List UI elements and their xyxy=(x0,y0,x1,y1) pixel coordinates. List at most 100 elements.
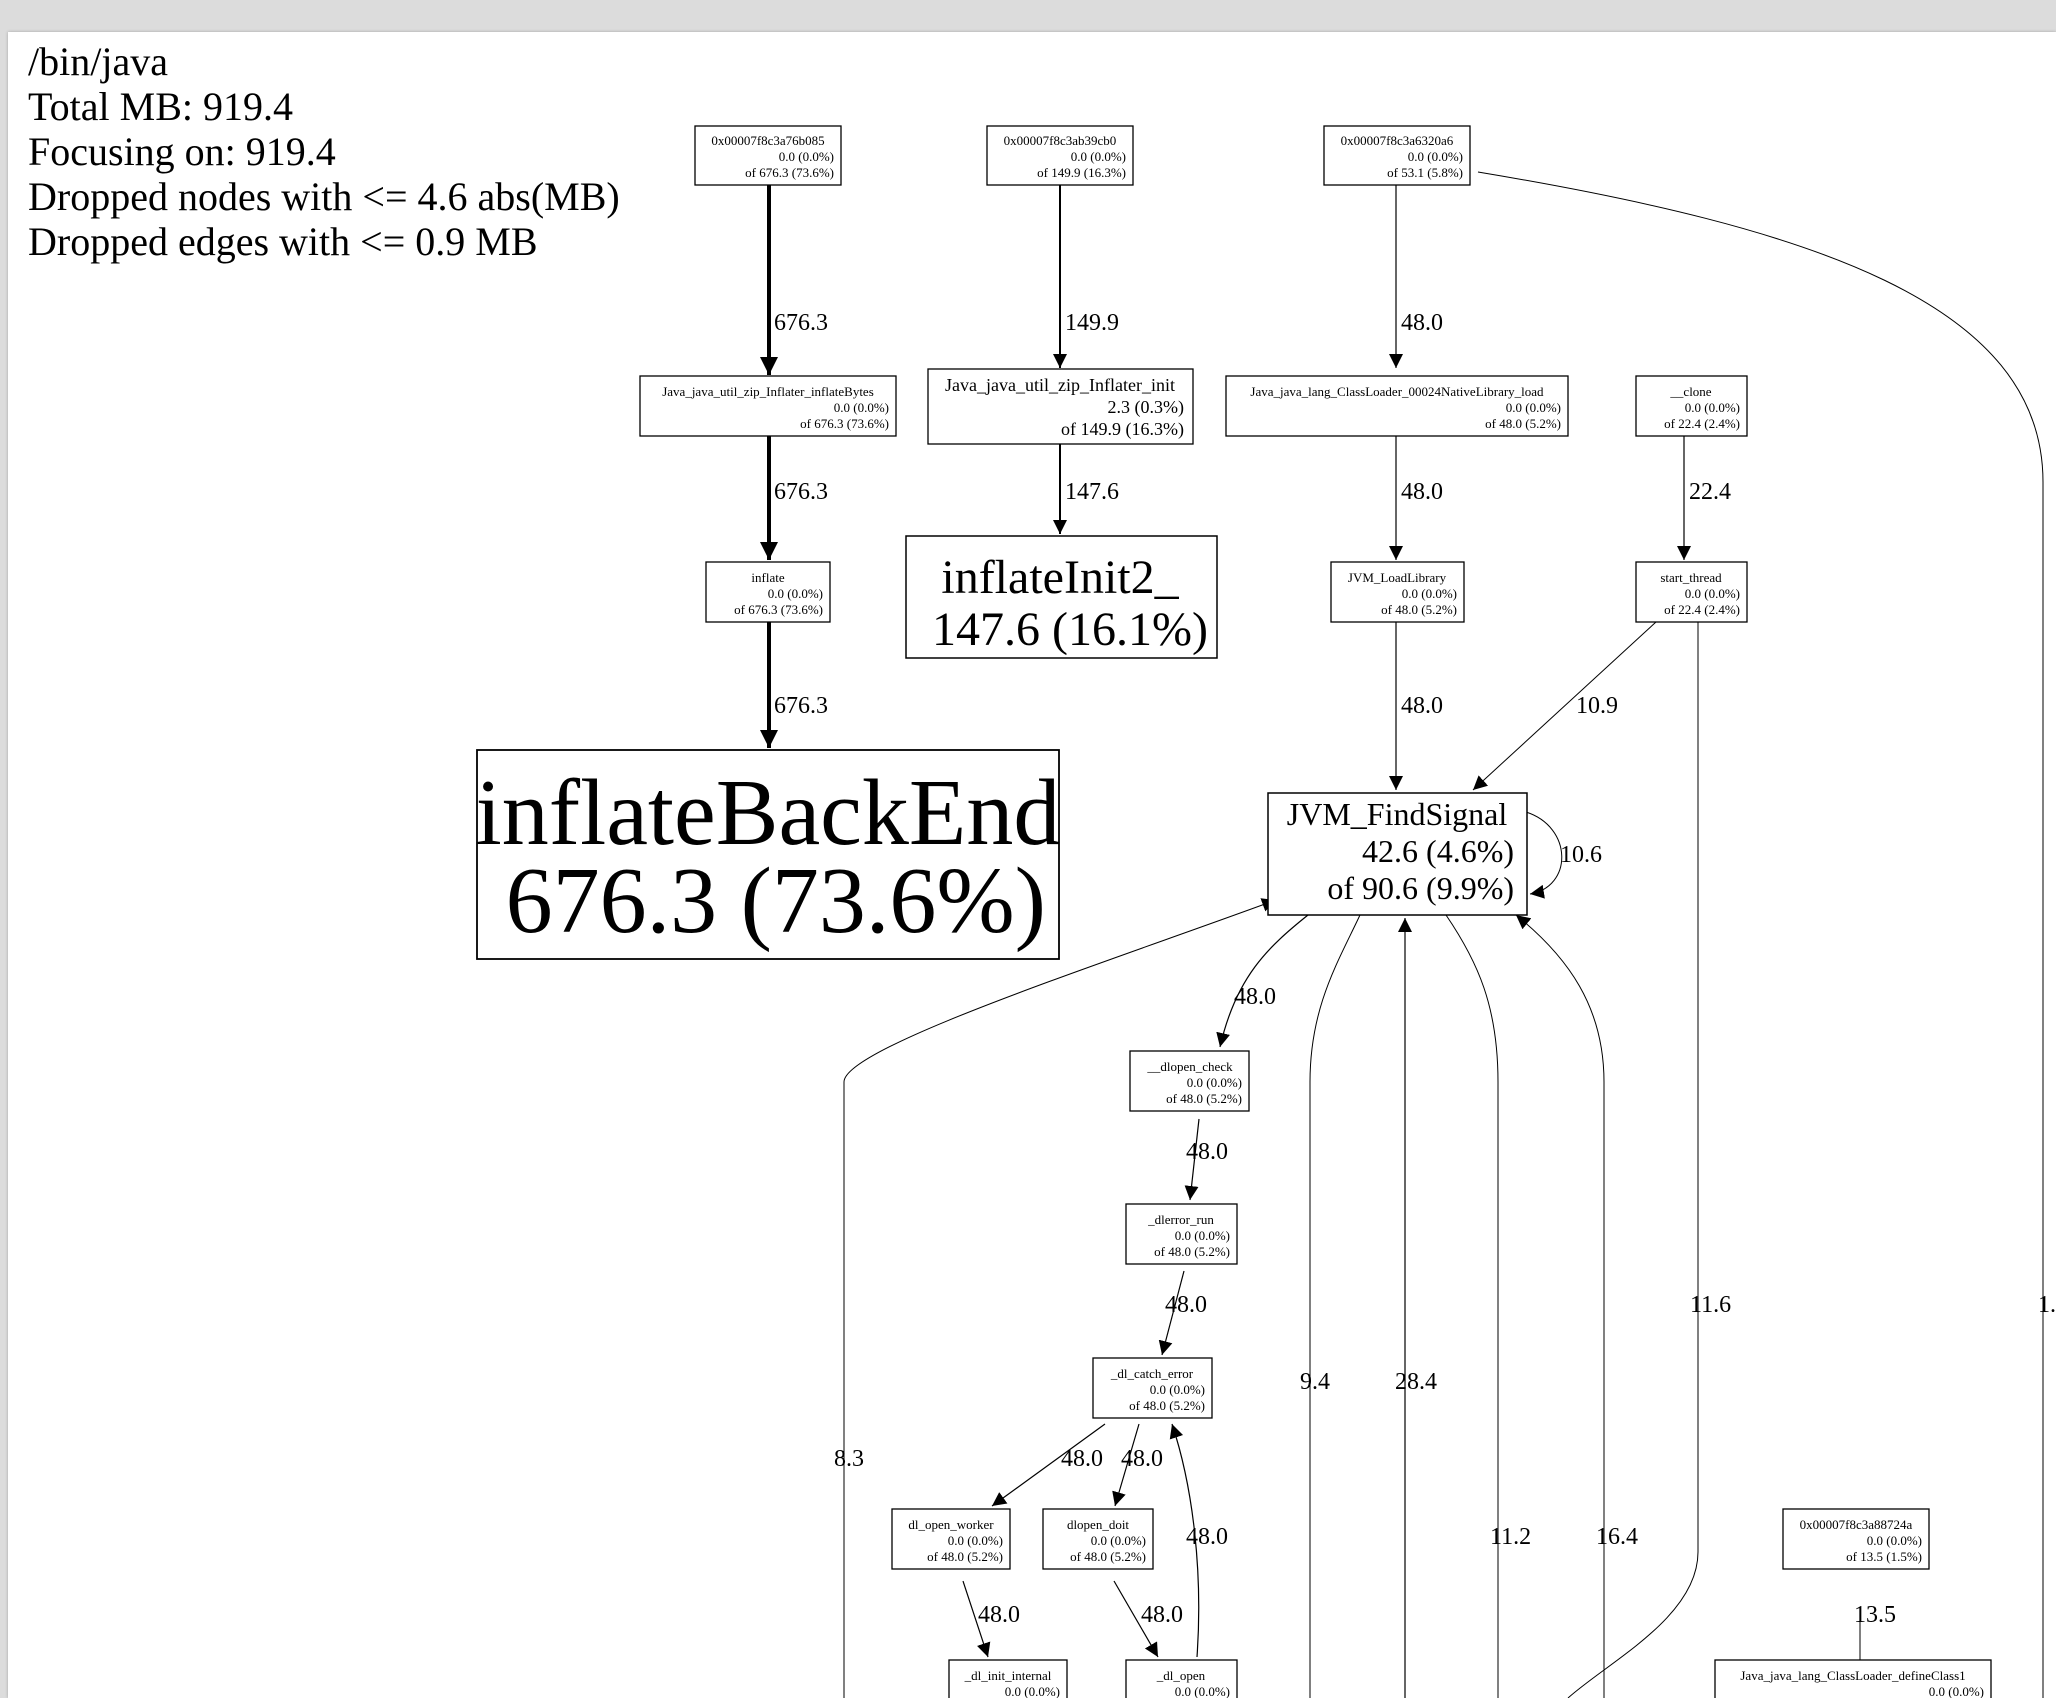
node-flat: 2.3 (0.3%) xyxy=(1108,397,1184,418)
edge-label: 48.0 xyxy=(1121,1446,1163,1472)
edge-label: 676.3 xyxy=(774,310,828,336)
edge-label: 16.4 xyxy=(1596,1524,1638,1550)
node-flat: 0.0 (0.0%) xyxy=(768,586,823,601)
call-edge xyxy=(843,898,1277,1698)
graph-node: 0x00007f8c3a6320a6 0.0 (0.0%) of 53.1 (5… xyxy=(1323,125,1471,186)
node-flat: 0.0 (0.0%) xyxy=(1187,1075,1242,1090)
node-flat: 42.6 (4.6%) xyxy=(1362,833,1514,869)
node-cum: of 676.3 (73.6%) xyxy=(800,416,889,431)
edge-label: 48.0 xyxy=(1186,1524,1228,1550)
edge-label: 22.4 xyxy=(1689,479,1731,505)
graph-node: _dl_catch_error 0.0 (0.0%) of 48.0 (5.2%… xyxy=(1092,1357,1213,1419)
call-edge xyxy=(1567,622,1699,1698)
edge-label: 10.9 xyxy=(1576,693,1618,719)
edge-label: 676.3 xyxy=(774,693,828,719)
graph-node: _dl_open 0.0 (0.0%) xyxy=(1125,1659,1238,1698)
node-cum: of 676.3 (73.6%) xyxy=(734,602,823,617)
node-name: __dlopen_check xyxy=(1146,1059,1233,1074)
node-name: _dlerror_run xyxy=(1147,1212,1214,1227)
node-name: inflate xyxy=(751,570,784,585)
node-cum: of 13.5 (1.5%) xyxy=(1846,1549,1922,1564)
node-name: _dl_open xyxy=(1156,1668,1206,1683)
node-cum: of 48.0 (5.2%) xyxy=(1070,1549,1146,1564)
node-name: inflateBackEnd xyxy=(476,761,1061,865)
edge-label: 147.6 xyxy=(1065,479,1119,505)
graph-node: dl_open_worker 0.0 (0.0%) of 48.0 (5.2%) xyxy=(891,1508,1011,1570)
call-edge xyxy=(1169,1423,1200,1658)
edge-label: 48.0 xyxy=(1186,1139,1228,1165)
edge-label: 48.0 xyxy=(1401,479,1443,505)
edge-label: 10.6 xyxy=(1560,842,1602,868)
node-cum: of 48.0 (5.2%) xyxy=(1166,1091,1242,1106)
call-edge xyxy=(1515,914,1605,1698)
node-flat: 0.0 (0.0%) xyxy=(1175,1228,1230,1243)
call-edge xyxy=(1184,1118,1200,1201)
node-name: 0x00007f8c3ab39cb0 xyxy=(1004,133,1117,148)
node-flat: 0.0 (0.0%) xyxy=(1929,1684,1984,1698)
node-cum: of 90.6 (9.9%) xyxy=(1327,870,1514,906)
call-edge xyxy=(1472,621,1657,791)
call-edge xyxy=(1525,811,1563,899)
call-edge xyxy=(1477,171,2044,1698)
edge-label: 48.0 xyxy=(1165,1292,1207,1318)
graph-node: 0x00007f8c3ab39cb0 0.0 (0.0%) of 149.9 (… xyxy=(986,125,1134,186)
node-flat: 0.0 (0.0%) xyxy=(1402,586,1457,601)
node-flat: 0.0 (0.0%) xyxy=(948,1533,1003,1548)
edge-label: 28.4 xyxy=(1395,1369,1437,1395)
graph-node: 0x00007f8c3a76b085 0.0 (0.0%) of 676.3 (… xyxy=(694,125,842,186)
node-name: Java_java_lang_ClassLoader_defineClass1 xyxy=(1740,1668,1965,1683)
edge-label: 11.2 xyxy=(1490,1524,1531,1550)
node-cum: of 149.9 (16.3%) xyxy=(1061,419,1184,440)
node-flat: 147.6 (16.1%) xyxy=(932,603,1208,656)
node-name: dlopen_doit xyxy=(1067,1517,1129,1532)
graph-node: __clone 0.0 (0.0%) of 22.4 (2.4%) xyxy=(1635,375,1748,437)
focusing-on: Focusing on: 919.4 xyxy=(28,129,336,174)
node-cum: of 53.1 (5.8%) xyxy=(1387,165,1463,180)
node-name: _dl_init_internal xyxy=(964,1668,1052,1683)
graph-node: Java_java_lang_ClassLoader_00024NativeLi… xyxy=(1225,375,1569,437)
graph-node: _dl_init_internal 0.0 (0.0%) xyxy=(948,1659,1068,1698)
node-cum: of 48.0 (5.2%) xyxy=(1129,1398,1205,1413)
graph-node: __dlopen_check 0.0 (0.0%) of 48.0 (5.2%) xyxy=(1129,1050,1250,1112)
node-flat: 0.0 (0.0%) xyxy=(1506,400,1561,415)
node-name: start_thread xyxy=(1660,570,1722,585)
node-flat: 676.3 (73.6%) xyxy=(506,849,1046,953)
node-name: 0x00007f8c3a76b085 xyxy=(711,133,824,148)
node-flat: 0.0 (0.0%) xyxy=(1685,400,1740,415)
node-name: JVM_LoadLibrary xyxy=(1348,570,1447,585)
edge-label: 48.0 xyxy=(1401,693,1443,719)
program-name: /bin/java xyxy=(28,39,168,84)
graph-node: inflateInit2_ 147.6 (16.1%) xyxy=(905,535,1218,659)
node-flat: 0.0 (0.0%) xyxy=(1685,586,1740,601)
node-name: inflateInit2_ xyxy=(941,551,1179,604)
dropped-nodes: Dropped nodes with <= 4.6 abs(MB) xyxy=(28,174,620,219)
graph-node: Java_java_util_zip_Inflater_init 2.3 (0.… xyxy=(927,368,1194,445)
call-edge xyxy=(962,1580,991,1658)
node-cum: of 48.0 (5.2%) xyxy=(1154,1244,1230,1259)
edge-label: 48.0 xyxy=(1401,310,1443,336)
edge-label: 48.0 xyxy=(1061,1446,1103,1472)
node-name: Java_java_util_zip_Inflater_init xyxy=(945,375,1175,395)
node-flat: 0.0 (0.0%) xyxy=(1867,1533,1922,1548)
call-graph: 676.3 149.9 48.0 676.3 147.6 48.0 22.4 6… xyxy=(476,125,2056,1698)
node-flat: 0.0 (0.0%) xyxy=(779,149,834,164)
node-name: 0x00007f8c3a88724a xyxy=(1800,1517,1913,1532)
node-cum: of 48.0 (5.2%) xyxy=(1485,416,1561,431)
edge-label: 48.0 xyxy=(978,1602,1020,1628)
call-edge xyxy=(1113,1580,1159,1658)
edge-label: 11.6 xyxy=(1690,1292,1731,1318)
edge-label: 1. xyxy=(2038,1292,2056,1318)
graph-node: inflateBackEnd 676.3 (73.6%) xyxy=(476,749,1061,960)
node-cum: of 22.4 (2.4%) xyxy=(1664,416,1740,431)
edge-label: 48.0 xyxy=(1234,984,1276,1010)
edge-label: 8.3 xyxy=(834,1446,864,1472)
call-edge xyxy=(1309,914,1361,1698)
dropped-edges: Dropped edges with <= 0.9 MB xyxy=(28,219,538,264)
graph-node: dlopen_doit 0.0 (0.0%) of 48.0 (5.2%) xyxy=(1042,1508,1154,1570)
node-flat: 0.0 (0.0%) xyxy=(1091,1533,1146,1548)
graph-node: Java_java_lang_ClassLoader_defineClass1 … xyxy=(1714,1659,1992,1698)
graph-node: Java_java_util_zip_Inflater_inflateBytes… xyxy=(639,375,897,437)
node-flat: 0.0 (0.0%) xyxy=(1005,1684,1060,1698)
node-cum: of 48.0 (5.2%) xyxy=(927,1549,1003,1564)
node-name: dl_open_worker xyxy=(908,1517,994,1532)
